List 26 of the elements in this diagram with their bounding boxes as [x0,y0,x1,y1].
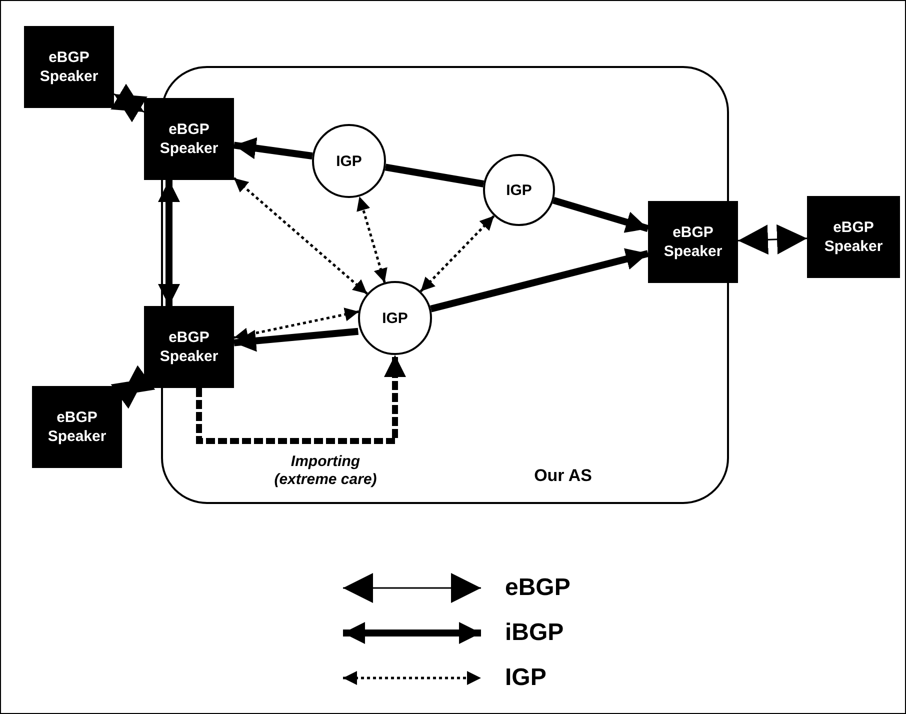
igp-circle: IGP [312,124,386,198]
arrow [158,180,180,306]
dotted-arrow [233,177,368,295]
region-label: Our AS [534,466,592,486]
arrow [234,328,359,352]
arrow [234,137,313,160]
arrow [110,365,156,409]
dotted-arrow [420,215,495,292]
igp-circle: IGP [483,154,555,226]
arrow [430,248,649,312]
legend-label: iBGP [505,619,564,647]
dotted-arrow [356,196,388,283]
router-box: eBGP Speaker [24,26,114,108]
router-box: eBGP Speaker [648,201,738,283]
arrow [196,355,406,444]
router-box: eBGP Speaker [32,386,122,468]
igp-circle: IGP [358,281,432,355]
router-box: eBGP Speaker [807,196,900,278]
arrow [110,84,148,122]
arrow [738,224,808,255]
arrow [552,196,649,233]
dotted-arrow [234,308,360,342]
legend-label: IGP [505,664,546,692]
router-box: eBGP Speaker [144,306,234,388]
router-box: eBGP Speaker [144,98,234,180]
legend-label: eBGP [505,574,570,602]
